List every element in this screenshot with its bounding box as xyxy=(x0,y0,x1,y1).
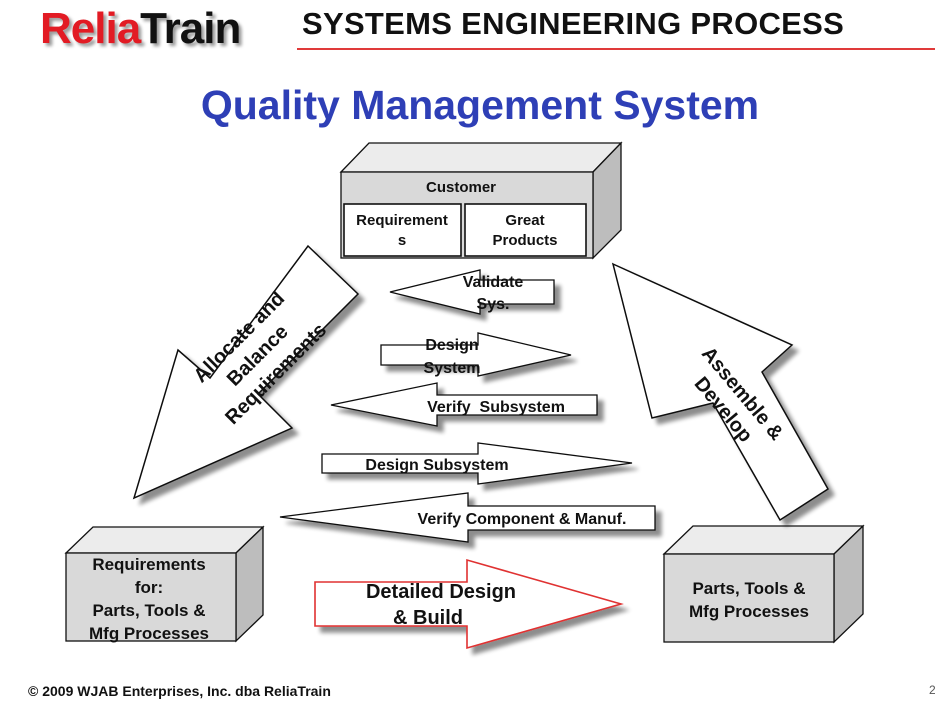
logo-train-text: Train xyxy=(140,4,241,53)
requirements-for-line-2: for: xyxy=(135,578,163,597)
design-system-arrow-shape xyxy=(380,332,572,377)
validate-sys-line-1: Validate xyxy=(463,274,524,291)
verify-component-arrow-shape xyxy=(279,492,656,543)
main-title: Quality Management System xyxy=(200,82,760,128)
design-subsystem-arrow-shape xyxy=(321,442,633,485)
verify-component-arrow: Verify Component & Manuf. xyxy=(279,492,656,543)
requirements-cell xyxy=(343,203,462,257)
verify-subsystem-label: Verify Subsystem xyxy=(427,399,565,416)
requirements-cell-line-2: s xyxy=(398,232,406,249)
great-products-cell-line-1: Great xyxy=(505,212,544,229)
requirements-for-box: Requirements for: Parts, Tools & Mfg Pro… xyxy=(64,525,265,643)
customer-box-top xyxy=(339,142,623,173)
design-subsystem-label: Design Subsystem xyxy=(365,457,508,474)
parts-tools-box-top xyxy=(662,525,865,555)
design-system-arrow: Design System xyxy=(380,332,572,377)
requirements-cell-line-1: Requirement xyxy=(356,212,448,229)
reliatrain-logo: ReliaTrain xyxy=(40,4,241,54)
slide-number: 2 xyxy=(929,683,935,697)
design-system-line-2: System xyxy=(424,360,481,377)
great-products-cell-line-2: Products xyxy=(492,232,557,249)
requirements-for-box-top xyxy=(64,526,265,554)
parts-tools-line-1: Parts, Tools & xyxy=(692,579,805,598)
assemble-develop-arrow: Assemble & Develop xyxy=(611,262,830,522)
detailed-design-line-2: & Build xyxy=(393,607,463,629)
design-system-line-1: Design xyxy=(425,337,478,354)
logo-relia-text: Relia xyxy=(40,4,141,53)
customer-box-title: Customer xyxy=(426,179,496,196)
verify-component-label: Verify Component & Manuf. xyxy=(418,511,627,528)
header-rule xyxy=(297,48,935,50)
verify-subsystem-arrow-shape xyxy=(330,382,598,427)
header-title: SYSTEMS ENGINEERING PROCESS xyxy=(302,6,845,41)
design-subsystem-arrow: Design Subsystem xyxy=(321,442,633,485)
validate-sys-line-2: Sys. xyxy=(477,296,510,313)
allocate-balance-arrow-shape xyxy=(132,244,360,500)
detailed-design-arrow: Detailed Design & Build xyxy=(314,558,624,650)
requirements-for-line-1: Requirements xyxy=(92,555,205,574)
requirements-for-line-4: Mfg Processes xyxy=(89,624,209,643)
detailed-design-line-1: Detailed Design xyxy=(366,581,516,603)
customer-box: Customer Requirement s Great Products xyxy=(339,141,623,260)
detailed-design-arrow-shape xyxy=(314,558,624,650)
validate-sys-arrow-shape xyxy=(389,269,555,315)
copyright-footer: © 2009 WJAB Enterprises, Inc. dba ReliaT… xyxy=(28,683,331,699)
assemble-develop-arrow-shape xyxy=(611,262,830,522)
requirements-for-line-3: Parts, Tools & xyxy=(92,601,205,620)
great-products-cell xyxy=(464,203,587,257)
parts-tools-box-front xyxy=(663,553,835,643)
verify-subsystem-arrow: Verify Subsystem xyxy=(330,382,598,427)
validate-sys-arrow: Validate Sys. xyxy=(389,269,555,315)
requirements-for-box-front xyxy=(65,552,237,642)
parts-tools-box: Parts, Tools & Mfg Processes xyxy=(662,524,865,644)
parts-tools-line-2: Mfg Processes xyxy=(689,602,809,621)
